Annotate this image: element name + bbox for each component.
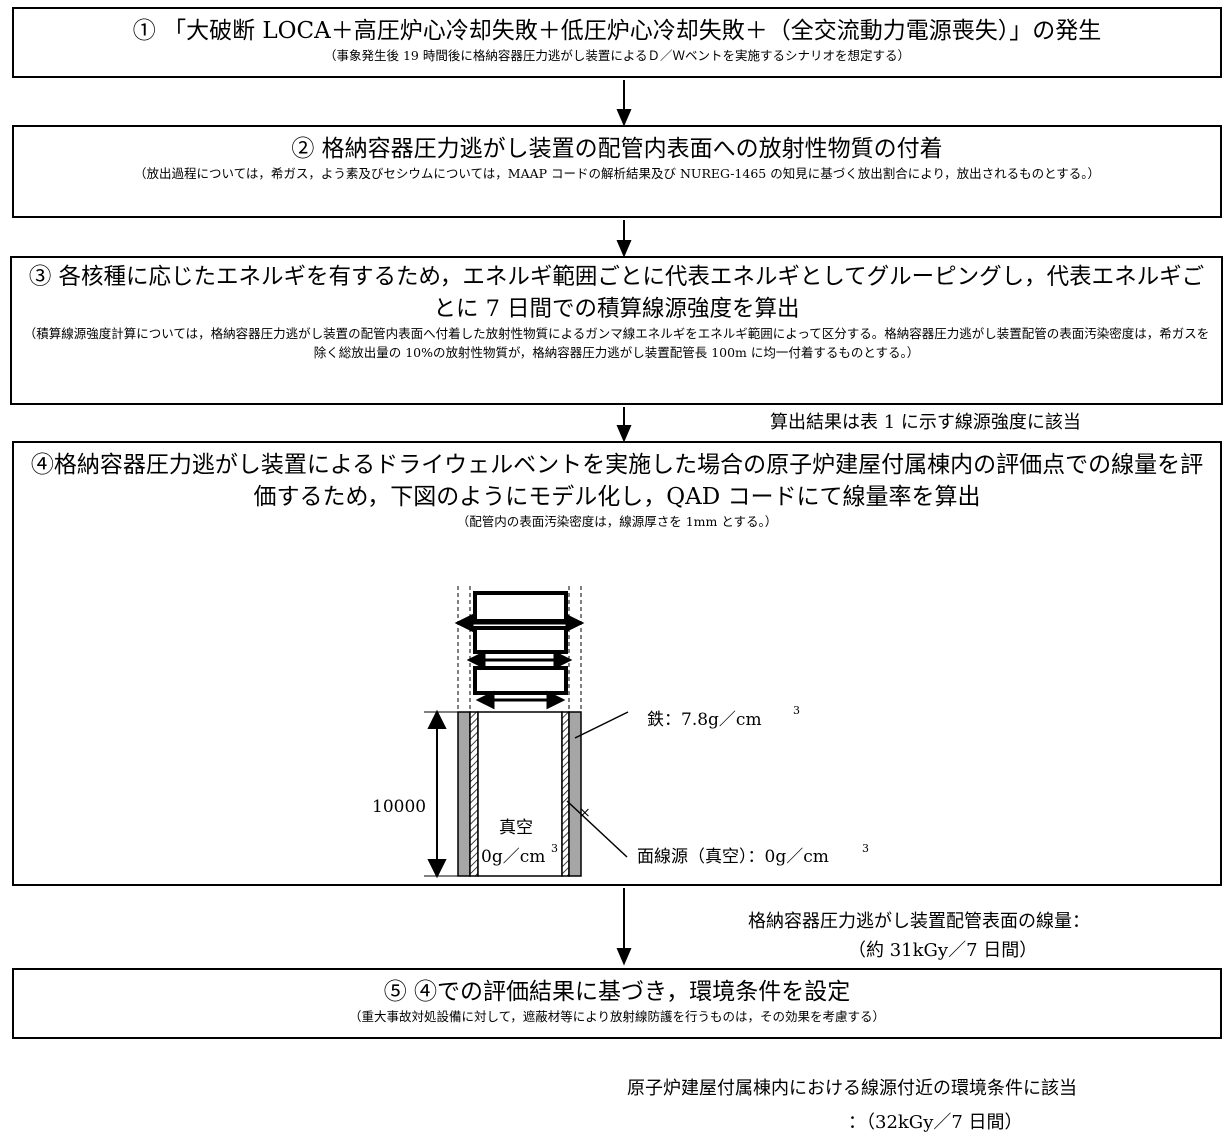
iron-leader-line (574, 711, 629, 739)
source-layer-right (561, 711, 570, 877)
source-leader-line (566, 800, 628, 858)
step2-note: （放出過程については，希ガス，よう素及びセシウムについては，MAAP コードの解… (134, 166, 1100, 182)
arrow3-label: 算出結果は表 1 に示す線源強度に該当 (770, 412, 1081, 433)
step4-box: ④格納容器圧力逃がし装置によるドライウェルベントを実施した場合の原子炉建屋付属棟… (12, 441, 1222, 886)
iron-wall-right (568, 711, 582, 877)
vacuum-density-label: 0g／cm (481, 847, 545, 867)
pipe-segment-3 (473, 666, 568, 695)
height-dimension-arrow (424, 709, 458, 879)
vacuum-interior (477, 711, 563, 877)
iron-wall-left (457, 711, 471, 877)
result-line2: ：（32kGy／7 日間） (848, 1112, 1023, 1133)
vacuum-density-exp: 3 (551, 842, 558, 855)
point-mark: × (579, 805, 591, 821)
result-line1: 原子炉建屋付属棟内における線源付近の環境条件に該当 (627, 1078, 1077, 1099)
flow-arrow-3 (616, 407, 632, 443)
surface-source-label: 面線源（真空）：0g／cm (637, 847, 829, 867)
step3-box: ③ 各核種に応じたエネルギを有するため，エネルギ範囲ごとに代表エネルギとしてグル… (10, 256, 1223, 405)
step1-title: ① 「大破断 LOCA＋高圧炉心冷却失敗＋低圧炉心冷却失敗＋（全交流動力電源喪失… (132, 18, 1102, 44)
inner-diameter-arrow (475, 690, 566, 710)
height-label: 10000 (372, 797, 426, 817)
flow-arrow-1 (616, 80, 632, 127)
mid-diameter-arrow (466, 650, 573, 670)
surface-source-exp: 3 (862, 842, 869, 855)
flow-arrow-2 (616, 220, 632, 258)
step4-title: ④格納容器圧力逃がし装置によるドライウェルベントを実施した場合の原子炉建屋付属棟… (30, 452, 1204, 511)
pipe-segment-2 (473, 626, 568, 654)
pipe-segment-top (473, 591, 568, 623)
step2-box: ② 格納容器圧力逃がし装置の配管内表面への放射性物質の付着 （放出過程については… (12, 125, 1222, 218)
arrow4-label-line2: （約 31kGy／7 日間） (848, 940, 1038, 961)
step5-box: ⑤ ④での評価結果に基づき，環境条件を設定 （重大事故対処設備に対して，遮蔽材等… (12, 968, 1222, 1039)
outer-diameter-arrow (454, 613, 585, 633)
step3-note: （積算線源強度計算については，格納容器圧力逃がし装置の配管内表面へ付着した放射性… (23, 326, 1210, 360)
step4-note: （配管内の表面汚染密度は，線源厚さを 1mm とする。） (456, 514, 778, 530)
iron-label-exp: 3 (793, 704, 800, 717)
vacuum-label: 真空 (499, 818, 533, 838)
arrow4-label-line1: 格納容器圧力逃がし装置配管表面の線量： (748, 911, 1090, 932)
step2-title: ② 格納容器圧力逃がし装置の配管内表面への放射性物質の付着 (291, 136, 943, 162)
step1-note: （事象発生後 19 時間後に格納容器圧力逃がし装置によるＤ／Ｗベントを実施するシ… (324, 48, 910, 64)
iron-label: 鉄：7.8g／cm (647, 710, 762, 730)
step5-title: ⑤ ④での評価結果に基づき，環境条件を設定 (383, 979, 851, 1005)
step1-box: ① 「大破断 LOCA＋高圧炉心冷却失敗＋低圧炉心冷却失敗＋（全交流動力電源喪失… (12, 7, 1222, 78)
step5-note: （重大事故対処設備に対して，遮蔽材等により放射線防護を行うものは，その効果を考慮… (348, 1009, 885, 1025)
source-layer-left (469, 711, 479, 877)
step3-title: ③ 各核種に応じたエネルギを有するため，エネルギ範囲ごとに代表エネルギとしてグル… (28, 264, 1205, 322)
flow-arrow-4 (616, 888, 632, 966)
